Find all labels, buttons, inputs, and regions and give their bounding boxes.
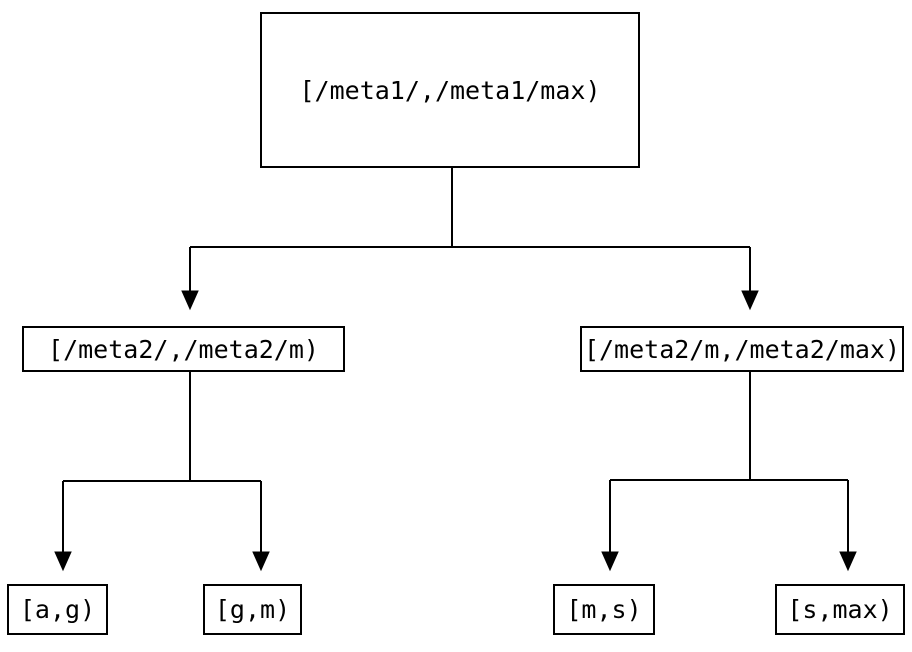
tree-node-root-label: [/meta1/,/meta1/max) (299, 75, 601, 105)
arrowhead-down-icon (252, 551, 270, 572)
arrowhead-down-icon (839, 551, 857, 572)
tree-leaf-a-g: [a,g) (7, 584, 108, 635)
tree-leaf-s-max: [s,max) (775, 584, 905, 635)
tree-node-meta2-low: [/meta2/,/meta2/m) (22, 326, 345, 372)
tree-leaf-m-s: [m,s) (553, 584, 655, 635)
tree-leaf-m-s-label: [m,s) (566, 595, 642, 624)
arrowhead-down-icon (741, 290, 759, 311)
tree-leaf-a-g-label: [a,g) (19, 595, 96, 624)
tree-node-meta2-high: [/meta2/m,/meta2/max) (580, 326, 904, 372)
tree-node-root: [/meta1/,/meta1/max) (260, 12, 640, 168)
tree-node-meta2-low-label: [/meta2/,/meta2/m) (48, 334, 319, 364)
arrowhead-down-icon (601, 551, 619, 572)
tree-leaf-g-m: [g,m) (203, 584, 302, 635)
arrowhead-down-icon (181, 290, 199, 311)
tree-node-meta2-high-label: [/meta2/m,/meta2/max) (583, 334, 901, 364)
tree-leaf-g-m-label: [g,m) (214, 595, 291, 624)
arrowhead-down-icon (54, 551, 72, 572)
tree-leaf-s-max-label: [s,max) (787, 595, 893, 624)
